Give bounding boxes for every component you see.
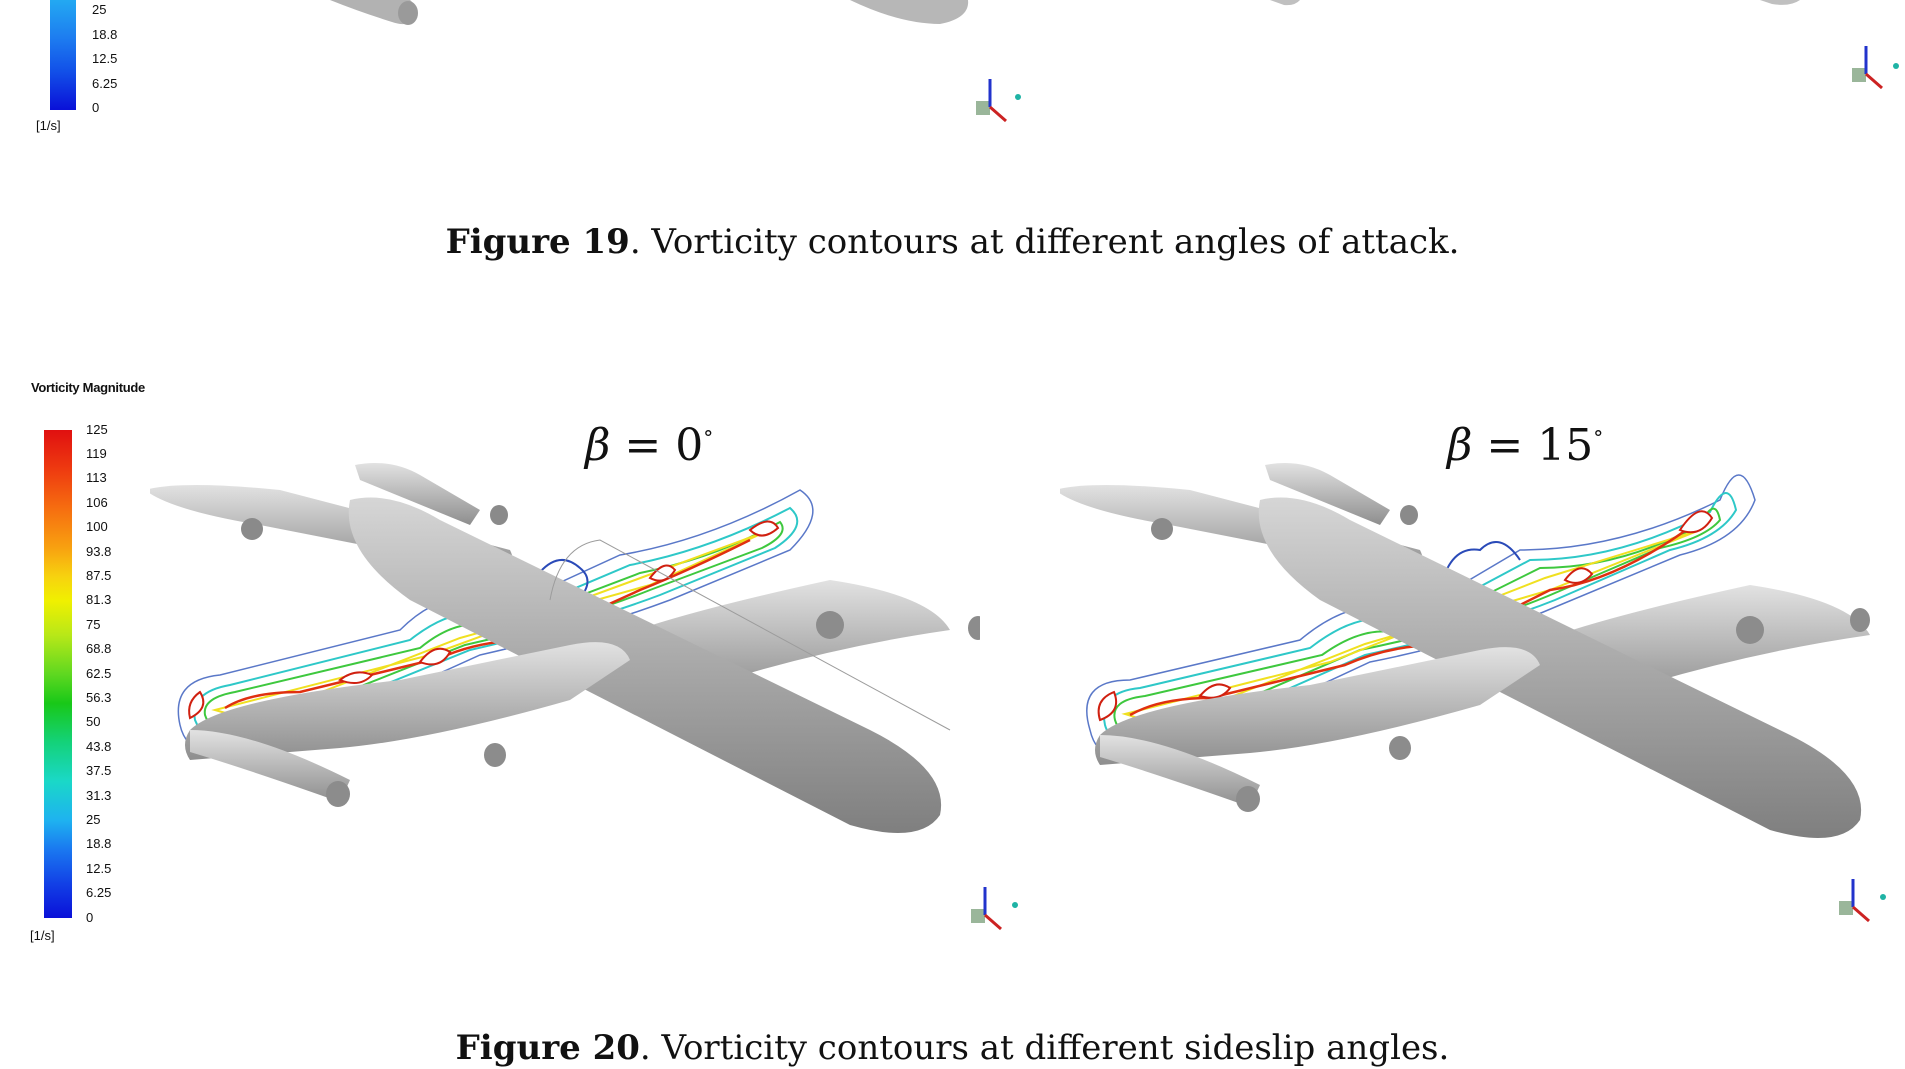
axis-triad-icon xyxy=(976,79,1021,123)
degree-mark: ° xyxy=(703,425,714,450)
tick-label: 12.5 xyxy=(86,861,112,876)
nacelle-left xyxy=(1100,735,1260,807)
tick-label: 0 xyxy=(86,910,94,925)
legend-unit: [1/s] xyxy=(30,928,55,943)
fig19-right-remnant xyxy=(1760,0,1800,5)
tick-label: 43.8 xyxy=(86,739,112,754)
panel-label-beta-0: β = 0° xyxy=(585,420,713,471)
tick-label: 6.25 xyxy=(92,76,118,91)
beta-value: = 0 xyxy=(610,420,704,471)
figure19-caption: Figure 19. Vorticity contours at differe… xyxy=(0,222,1905,262)
fig19-legend-unit: [1/s] xyxy=(36,118,61,133)
legend-title: Vorticity Magnitude xyxy=(31,380,145,395)
fig19-right-remnant xyxy=(1270,0,1300,6)
tail-boom-top xyxy=(355,462,480,525)
fig19-nacelle-left xyxy=(330,0,417,25)
figure20-label: Figure 20 xyxy=(455,1028,640,1068)
tick-label: 62.5 xyxy=(86,666,112,681)
tick-label: 25 xyxy=(86,812,101,827)
fig19-fuselage-nose xyxy=(850,0,969,24)
front-wing xyxy=(1095,647,1540,765)
tick-label: 56.3 xyxy=(86,690,112,705)
beta-symbol: β xyxy=(1447,420,1473,471)
tick-label: 106 xyxy=(86,495,108,510)
fig19-colorbar xyxy=(50,0,76,110)
fig20-colorbar xyxy=(44,430,72,918)
tick-label: 125 xyxy=(86,422,108,437)
tick-label: 6.25 xyxy=(86,885,112,900)
tick-label: 50 xyxy=(86,714,101,729)
tick-label: 113 xyxy=(86,470,107,485)
fig20-aircraft-beta-0 xyxy=(150,462,980,833)
fig19-aircraft-remnants xyxy=(330,0,1800,25)
fuselage xyxy=(1258,497,1862,838)
axis-triad-icon xyxy=(971,887,1018,931)
axis-triad-icon xyxy=(1839,879,1886,923)
tail-boom-top xyxy=(1265,462,1390,525)
tick-label: 31.3 xyxy=(86,788,112,803)
figure20-text: . Vorticity contours at different sidesl… xyxy=(639,1028,1450,1068)
tick-label: 18.8 xyxy=(92,27,118,42)
tick-label: 0 xyxy=(92,100,100,115)
tick-label: 37.5 xyxy=(86,763,112,778)
tick-label: 87.5 xyxy=(86,568,112,583)
figure20-caption: Figure 20. Vorticity contours at differe… xyxy=(0,1028,1905,1068)
figure19-label: Figure 19 xyxy=(445,222,630,262)
tick-label: 119 xyxy=(86,446,107,461)
tick-label: 75 xyxy=(86,617,101,632)
tick-label: 25 xyxy=(92,2,107,17)
beta-symbol: β xyxy=(585,420,611,471)
axis-triad-icon xyxy=(1852,46,1899,90)
tick-label: 81.3 xyxy=(86,592,112,607)
beta-value: = 15 xyxy=(1472,420,1594,471)
front-wing xyxy=(185,642,630,760)
tick-label: 93.8 xyxy=(86,544,112,559)
tick-label: 68.8 xyxy=(86,641,112,656)
fig20-aircraft-beta-15 xyxy=(1060,462,1870,838)
panel-label-beta-15: β = 15° xyxy=(1447,420,1603,471)
degree-mark: ° xyxy=(1593,425,1604,450)
tick-label: 18.8 xyxy=(86,836,112,851)
tick-label: 100 xyxy=(86,519,108,534)
fuselage xyxy=(348,497,942,833)
tick-label: 12.5 xyxy=(92,51,118,66)
nacelle-left xyxy=(190,730,350,802)
figure19-text: . Vorticity contours at different angles… xyxy=(629,222,1460,262)
